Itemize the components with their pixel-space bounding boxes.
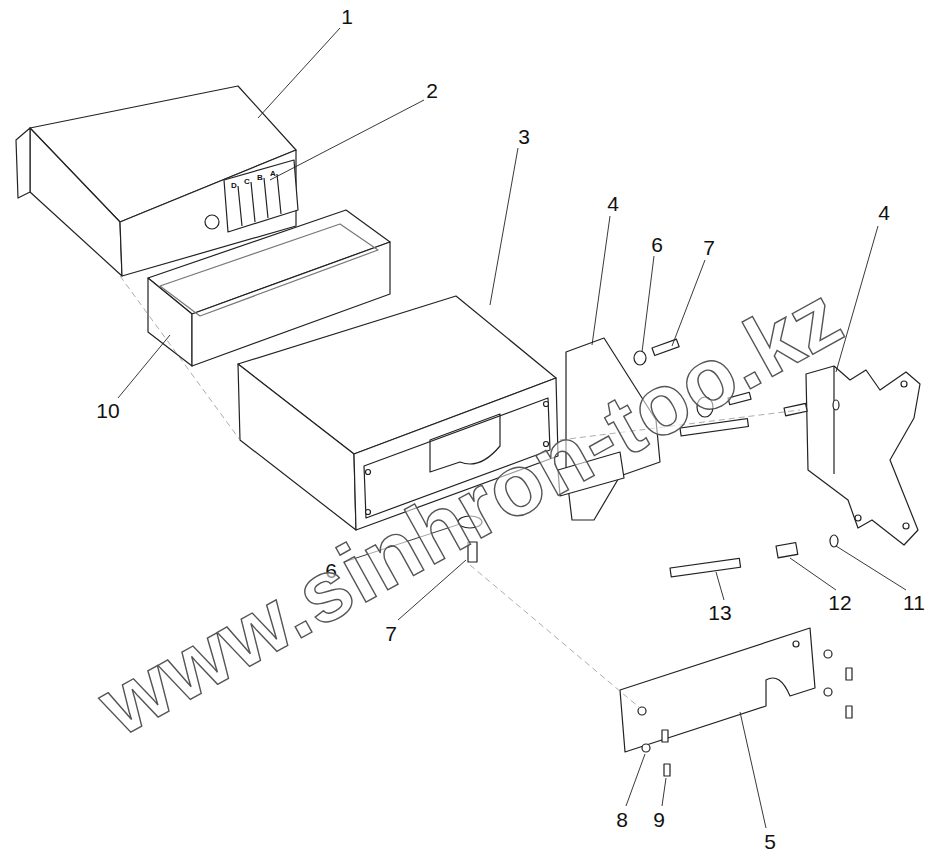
callout-number: 12 xyxy=(828,592,851,613)
callout-number: 7 xyxy=(385,623,397,644)
callout-number: 7 xyxy=(703,237,715,258)
unit-bezel xyxy=(16,128,30,198)
pin-letter: B xyxy=(257,174,263,182)
housing-front xyxy=(238,364,356,530)
pin-letter: D xyxy=(231,182,237,190)
plate-5 xyxy=(620,628,815,752)
callout-number: 3 xyxy=(518,126,530,147)
callout-number: 8 xyxy=(616,809,628,830)
pin-letter: A xyxy=(270,170,276,178)
callout-number: 10 xyxy=(96,400,119,421)
callout-number: 4 xyxy=(607,193,619,214)
bracket-right xyxy=(806,366,920,545)
callout-number: 13 xyxy=(708,602,731,623)
pin-letter: C xyxy=(244,178,250,186)
knob xyxy=(205,215,219,229)
callout-number: 11 xyxy=(903,592,925,613)
callout-number: 2 xyxy=(426,80,438,101)
callout-number: 9 xyxy=(653,809,665,830)
unit-front xyxy=(30,128,122,276)
bolt-13 xyxy=(670,558,741,577)
callout-number: 5 xyxy=(764,831,776,852)
washer-11 xyxy=(830,535,838,547)
callout-number: 6 xyxy=(651,234,663,255)
sleeve-front xyxy=(148,278,192,366)
bolt-12 xyxy=(776,543,798,558)
callout-number: 1 xyxy=(341,6,353,27)
callout-number: 4 xyxy=(878,202,890,223)
